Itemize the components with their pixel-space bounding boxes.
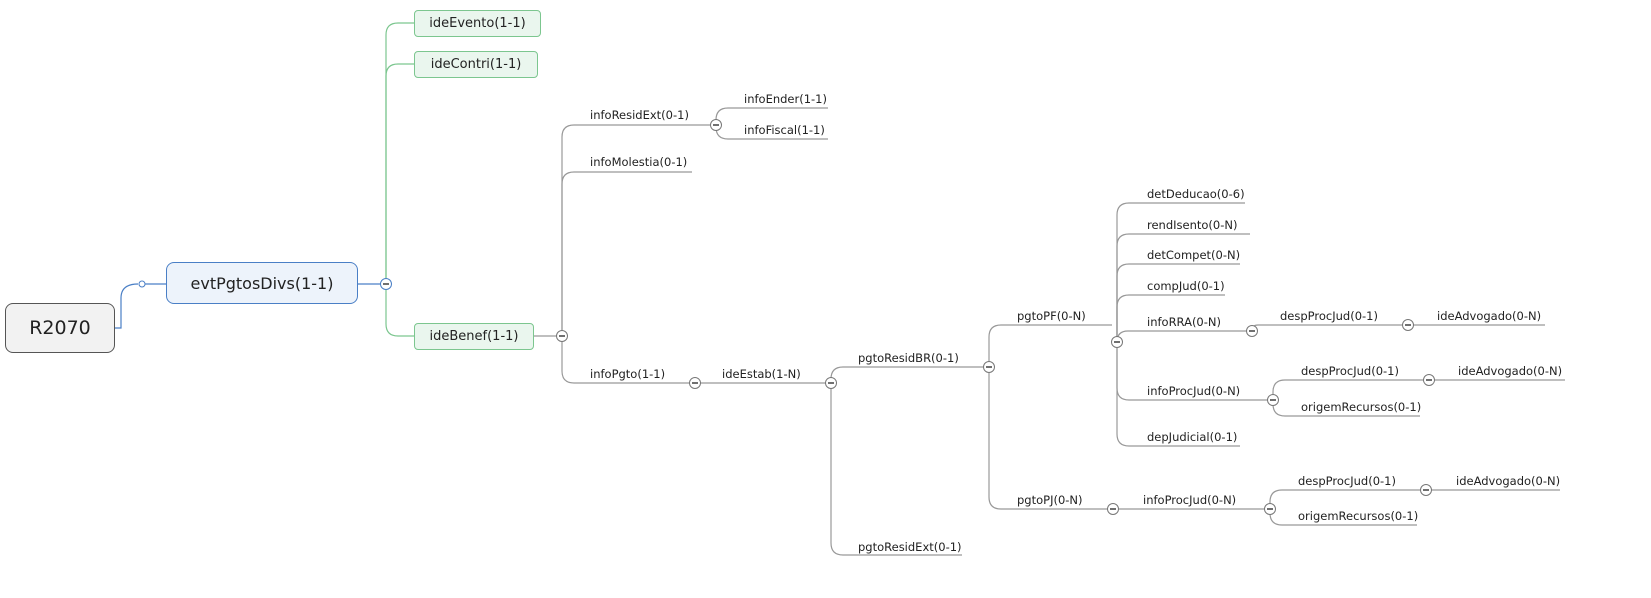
node-pj-infoProcJud[interactable]: infoProcJud(0-N) <box>1143 493 1237 507</box>
node-detDeducao[interactable]: detDeducao(0-6) <box>1147 187 1245 201</box>
event-node[interactable]: evtPgtosDivs(1-1) <box>166 262 358 304</box>
node-infoResidExt[interactable]: infoResidExt(0-1) <box>590 108 689 122</box>
collapse-toggle-icon[interactable] <box>710 119 722 131</box>
node-pf-ideAdvogado[interactable]: ideAdvogado(0-N) <box>1458 364 1563 378</box>
node-pgtoPF[interactable]: pgtoPF(0-N) <box>1017 309 1086 323</box>
branch-edge <box>1116 263 1240 342</box>
node-pf-infoProcJud[interactable]: infoProcJud(0-N) <box>1147 384 1241 398</box>
collapse-toggle-icon[interactable] <box>983 361 995 373</box>
node-pf-origemRecursos[interactable]: origemRecursos(0-1) <box>1301 400 1422 414</box>
branch-edge <box>988 324 1112 367</box>
collapse-toggle-icon[interactable] <box>1423 374 1435 386</box>
branch-edge <box>1116 233 1250 342</box>
collapse-toggle-icon[interactable] <box>1420 484 1432 496</box>
branch-edge <box>385 284 414 337</box>
branch-edge <box>1116 342 1240 447</box>
node-ideEstab[interactable]: ideEstab(1-N) <box>722 367 801 381</box>
node-infoRRA[interactable]: infoRRA(0-N) <box>1147 315 1221 329</box>
branch-edge <box>988 367 1108 510</box>
node-pj-origemRecursos[interactable]: origemRecursos(0-1) <box>1298 509 1419 523</box>
node-ideBenef[interactable]: ideBenef(1-1) <box>414 323 534 350</box>
collapse-toggle-icon[interactable] <box>825 377 837 389</box>
node-pj-despProcJud[interactable]: despProcJud(0-1) <box>1298 474 1396 488</box>
collapse-toggle-icon[interactable] <box>1267 394 1279 406</box>
node-infoFiscal[interactable]: infoFiscal(1-1) <box>744 123 825 137</box>
node-infoMolestia[interactable]: infoMolestia(0-1) <box>590 155 688 169</box>
node-infoEnder[interactable]: infoEnder(1-1) <box>744 92 827 106</box>
collapse-toggle-icon[interactable] <box>1264 503 1276 515</box>
node-pj-ideAdvogado[interactable]: ideAdvogado(0-N) <box>1456 474 1561 488</box>
collapse-toggle-icon[interactable] <box>1111 336 1123 348</box>
branch-edge <box>1251 324 1403 332</box>
branch-edge <box>561 171 692 336</box>
collapse-toggle-icon[interactable] <box>1402 319 1414 331</box>
node-pgtoResidExt[interactable]: pgtoResidExt(0-1) <box>858 540 962 554</box>
branch-edge <box>1272 379 1424 400</box>
branch-edge <box>1116 202 1245 342</box>
node-rendIsento[interactable]: rendIsento(0-N) <box>1147 218 1238 232</box>
collapse-toggle-icon[interactable] <box>556 330 568 342</box>
branch-edge <box>385 63 414 284</box>
node-infoPgto[interactable]: infoPgto(1-1) <box>590 367 666 381</box>
branch-edge <box>830 383 962 556</box>
collapse-toggle-icon[interactable] <box>689 377 701 389</box>
branch-edge <box>1269 489 1421 509</box>
branch-edge <box>561 336 690 384</box>
branch-edge <box>1116 330 1247 343</box>
node-detCompet[interactable]: detCompet(0-N) <box>1147 248 1241 262</box>
branch-edge <box>1116 294 1225 342</box>
node-pgtoResidBR[interactable]: pgtoResidBR(0-1) <box>858 351 959 365</box>
node-depJudicial[interactable]: depJudicial(0-1) <box>1147 430 1238 444</box>
node-compJud[interactable]: compJud(0-1) <box>1147 279 1225 293</box>
node-ideEvento[interactable]: ideEvento(1-1) <box>414 10 541 37</box>
branch-edge <box>561 124 711 336</box>
collapse-toggle-icon[interactable] <box>1246 325 1258 337</box>
root-edge <box>115 283 139 329</box>
branch-edge <box>385 22 414 284</box>
collapse-toggle-icon[interactable] <box>380 278 392 290</box>
node-infoRRA-ideAdvogado[interactable]: ideAdvogado(0-N) <box>1437 309 1542 323</box>
node-pf-despProcJud[interactable]: despProcJud(0-1) <box>1301 364 1399 378</box>
root-node[interactable]: R2070 <box>5 303 115 353</box>
node-infoRRA-despProcJud[interactable]: despProcJud(0-1) <box>1280 309 1378 323</box>
node-ideContri[interactable]: ideContri(1-1) <box>414 51 538 78</box>
anchor-dot-icon <box>138 280 146 288</box>
collapse-toggle-icon[interactable] <box>1107 503 1119 515</box>
node-pgtoPJ[interactable]: pgtoPJ(0-N) <box>1017 493 1083 507</box>
branch-edge <box>830 366 984 383</box>
